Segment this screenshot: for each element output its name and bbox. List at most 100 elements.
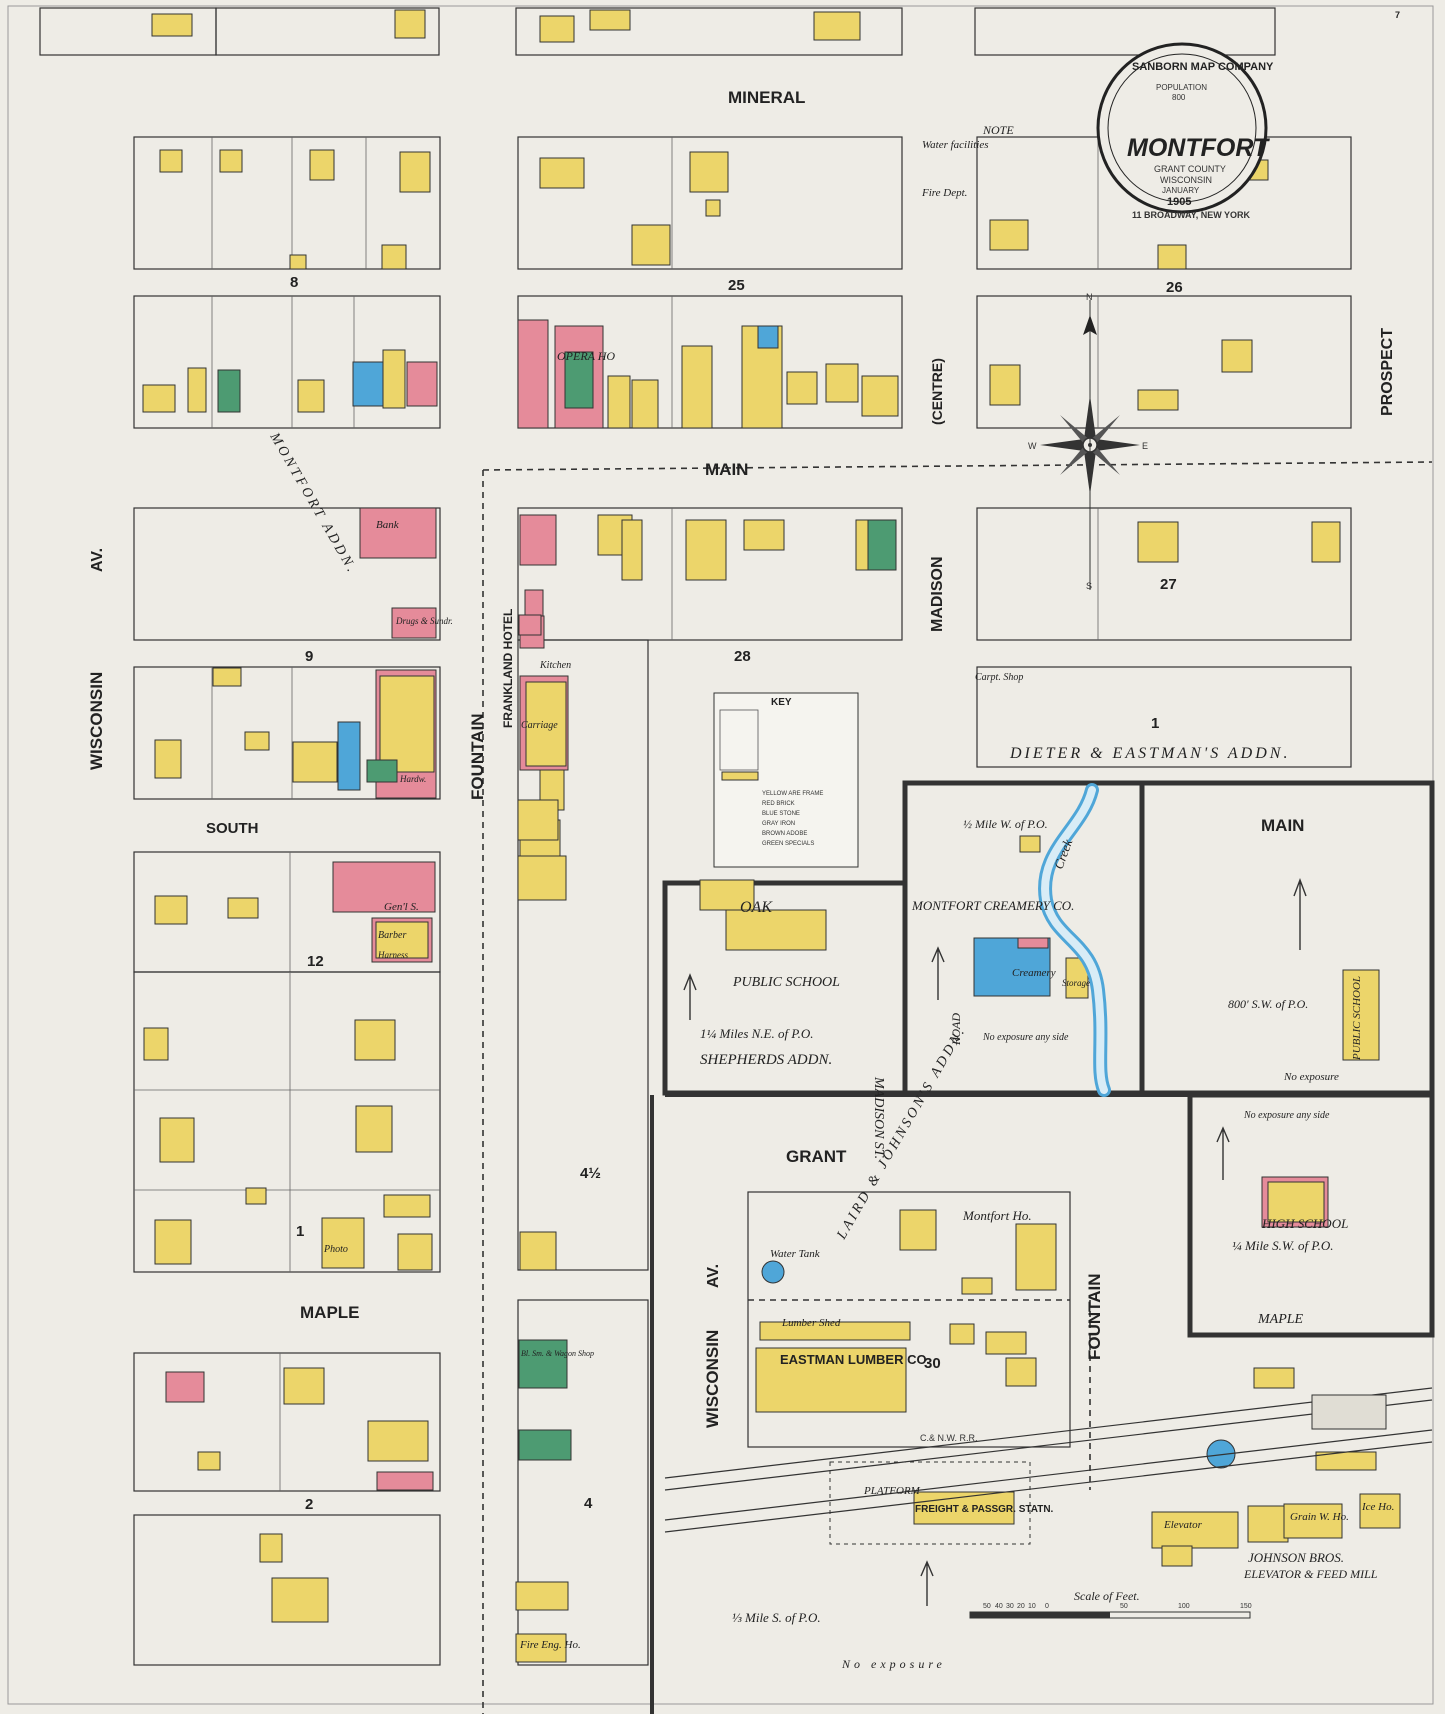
scale-tick: 0 (1045, 1603, 1049, 1610)
fire-limit-lines (482, 461, 1433, 1714)
block-2 (133, 1352, 441, 1492)
key-color: RED BRICK (762, 801, 795, 807)
block-number: 25 (728, 277, 745, 294)
street-wisconsin-av-lower: WISCONSIN (703, 1330, 722, 1428)
compass-e: E (1142, 441, 1148, 451)
block-number: 30 (924, 1355, 941, 1372)
label-frankland-hotel: FRANKLAND HOTEL (501, 609, 515, 728)
title-cartouche: SANBORN MAP COMPANY POPULATION 800 MONTF… (1096, 10, 1400, 220)
label-barber: Barber (378, 930, 406, 941)
compass-s: S (1086, 581, 1092, 591)
label-photo: Photo (323, 1244, 348, 1255)
label-eastman-lumber: EASTMAN LUMBER CO. (780, 1352, 930, 1367)
no-exposure-any-2: No exposure any side (982, 1032, 1069, 1043)
street-madison-st: MADISON ST. (871, 1076, 886, 1159)
block-27 (976, 507, 1352, 641)
cartouche-county: GRANT COUNTY (1154, 164, 1226, 174)
label-creamery-co: MONTFORT CREAMERY CO. (911, 898, 1074, 913)
label-ice-ho: Ice Ho. (1361, 1501, 1394, 1513)
scale-tick: 50 (983, 1603, 991, 1610)
scale-tick: 30 (1006, 1603, 1014, 1610)
scale-tick: 10 (1028, 1603, 1036, 1610)
street-main: MAIN (705, 460, 748, 479)
cartouche-address: 11 BROADWAY, NEW YORK (1132, 210, 1251, 220)
cartouche-company: SANBORN MAP COMPANY (1132, 61, 1274, 73)
general-store (332, 861, 436, 913)
label-cornice: Carpt. Shop (975, 672, 1023, 683)
block-number: 28 (734, 648, 751, 665)
platform-outline (829, 1461, 1031, 1545)
drugs-building (391, 607, 437, 639)
block-numbers: 8 25 26 9 28 27 1 12 1 2 4 30 4½ (290, 274, 1183, 1513)
street-main-right: MAIN (1261, 816, 1304, 835)
street-fountain-lower: FOUNTAIN (1085, 1273, 1104, 1360)
block-25 (517, 136, 903, 270)
blacksmith-shop (518, 1339, 568, 1389)
scale-bar: Scale of Feet. 50 40 30 20 10 0 50 100 1… (969, 1589, 1252, 1619)
label-harness: Harness (377, 950, 408, 960)
compass-rose: N S E W (1028, 292, 1148, 591)
block-9 (133, 507, 441, 641)
eastman-lumber (755, 1347, 907, 1413)
cartouche-year: 1905 (1167, 196, 1191, 208)
label-elevator: Elevator (1163, 1519, 1203, 1531)
street-madison: MADISON (929, 556, 946, 632)
block-28 (517, 507, 903, 641)
sheet-number: 7 (1395, 10, 1400, 20)
label-high-school: HIGH SCHOOL (1261, 1216, 1348, 1231)
street-centre: (CENTRE) (929, 358, 945, 425)
note-water: Water facilities (922, 139, 989, 151)
street-wisconsin-av-suffix: AV. (89, 548, 106, 572)
cartouche-town: MONTFORT (1127, 134, 1271, 162)
note-title: NOTE (982, 123, 1014, 137)
label-creamery: Creamery (1012, 967, 1056, 979)
dieter-eastman: DIETER & EASTMAN'S ADDN. (1009, 745, 1290, 762)
scale-tick: 100 (1178, 1603, 1190, 1610)
block-8 (133, 136, 441, 270)
label-genl-s: Gen'l S. (384, 901, 419, 913)
block-number: 27 (1160, 576, 1177, 593)
scale-tick: 40 (995, 1603, 1003, 1610)
label-carriage: Carriage (521, 720, 558, 731)
block-number: 4½ (580, 1165, 601, 1182)
label-grain-wh: Grain W. Ho. (1290, 1511, 1349, 1523)
note-fire: Fire Dept. (921, 187, 967, 199)
shepherds-addn: SHEPHERDS ADDN. (700, 1052, 832, 1068)
label-johnson-bros: JOHNSON BROS. (1248, 1550, 1344, 1565)
label-bank: Bank (376, 519, 400, 531)
street-south: SOUTH (206, 820, 259, 837)
compass-n: N (1086, 292, 1093, 302)
buildings (142, 9, 1401, 1663)
street-grant: GRANT (786, 1147, 847, 1166)
key-color: YELLOW ARE FRAME (762, 791, 823, 797)
street-oak: OAK (740, 899, 773, 916)
cartouche-population-label: POPULATION (1156, 83, 1207, 92)
block-number: 1 (1151, 715, 1159, 732)
no-exposure-2: No exposure (1283, 1071, 1339, 1083)
railroad-tracks (664, 1387, 1433, 1545)
label-fire-eng: Fire Eng. Ho. (519, 1639, 581, 1651)
label-railroad: C.& N.W. R.R. (920, 1433, 978, 1443)
block-number: 9 (305, 648, 313, 665)
key-color: BLUE STONE (762, 811, 800, 817)
label-drugs: Drugs & Sundr. (395, 616, 453, 626)
block-number: 26 (1166, 279, 1183, 296)
label-platform: PLATFORM (863, 1485, 921, 1497)
block-number: 8 (290, 274, 298, 291)
key-color: BROWN ADOBE (762, 831, 807, 837)
street-wisconsin-av: WISCONSIN (87, 672, 106, 770)
label-kitchen: Kitchen (539, 660, 571, 671)
road-label: ROAD (949, 1013, 963, 1046)
water-tank (761, 1260, 785, 1284)
label-public-school: PUBLIC SCHOOL (732, 975, 840, 990)
street-mineral: MINERAL (728, 88, 805, 107)
cartouche-state: WISCONSIN (1160, 175, 1212, 185)
north-arrows (683, 878, 1307, 1606)
no-exposure-any: No exposure any side (1243, 1110, 1330, 1121)
key-color: GREEN SPECIALS (762, 841, 814, 847)
block-number: 4 (584, 1495, 593, 1512)
half-mile-w: ½ Mile W. of P.O. (963, 817, 1048, 831)
label-johnson-bros-sub: ELEVATOR & FEED MILL (1243, 1567, 1378, 1581)
eight-hundred: 800' S.W. of P.O. (1228, 997, 1308, 1011)
block-number: 2 (305, 1496, 313, 1513)
